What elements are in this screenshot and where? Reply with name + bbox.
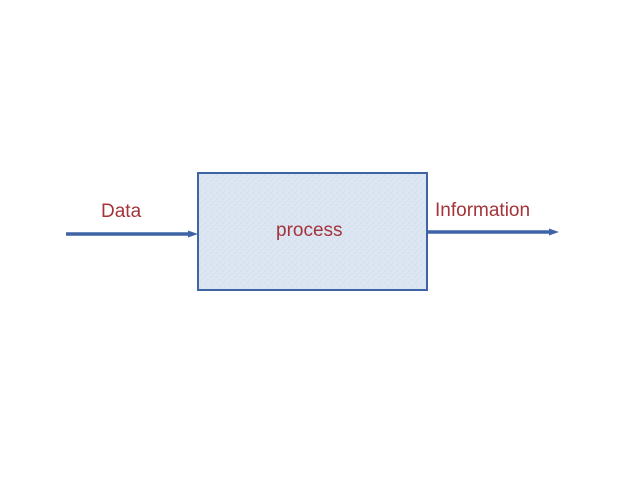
process-label: process [276, 220, 343, 241]
input-label: Data [101, 201, 142, 222]
output-label: Information [435, 200, 531, 221]
output-arrow-head [549, 228, 559, 236]
input-arrow [66, 230, 198, 238]
output-arrow [428, 228, 559, 236]
process-box [197, 172, 428, 291]
input-arrow-head [188, 230, 198, 238]
